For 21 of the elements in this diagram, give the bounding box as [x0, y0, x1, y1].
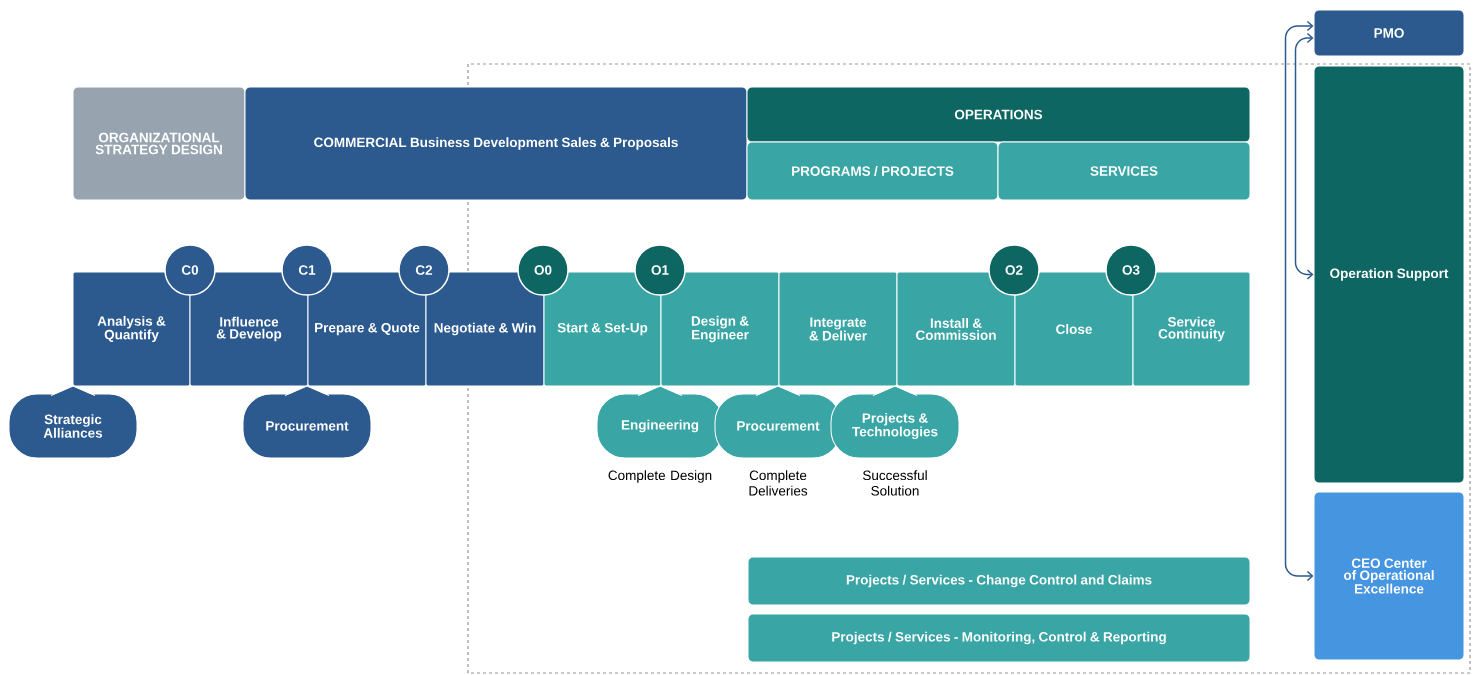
header-box: COMMERCIAL Business Development Sales & Proposals: [244, 86, 748, 201]
outcome-caption: Complete Design: [608, 470, 712, 483]
process-bar: Projects / Services - Change Control and Claims: [747, 556, 1251, 606]
callout-cloud: Projects & Technologies: [830, 385, 960, 459]
process-bar: Projects / Services - Monitoring, Control & Reporting: [747, 613, 1251, 663]
header-box: ORGANIZATIONAL STRATEGY DESIGN: [72, 86, 246, 201]
header-box: OPERATIONS: [746, 86, 1251, 143]
outcome-caption: Successful Solution: [863, 470, 927, 496]
side-box: CEO Center of Operational Excellence: [1313, 491, 1465, 661]
side-box: Operation Support: [1313, 65, 1465, 484]
arrow: [1284, 20, 1314, 582]
side-box: PMO: [1313, 9, 1465, 57]
callout-cloud: Procurement: [714, 385, 842, 459]
outcome-caption: Complete Deliveries: [749, 470, 808, 496]
callout-cloud: Engineering: [596, 385, 724, 459]
callout-cloud: Procurement: [242, 385, 372, 459]
phase-box: Integrate & Deliver: [778, 271, 898, 387]
header-box: SERVICES: [997, 141, 1251, 201]
callout-cloud: Strategic Alliances: [8, 385, 138, 459]
header-box: PROGRAMS / PROJECTS: [746, 141, 999, 201]
arrow: [1294, 32, 1314, 280]
